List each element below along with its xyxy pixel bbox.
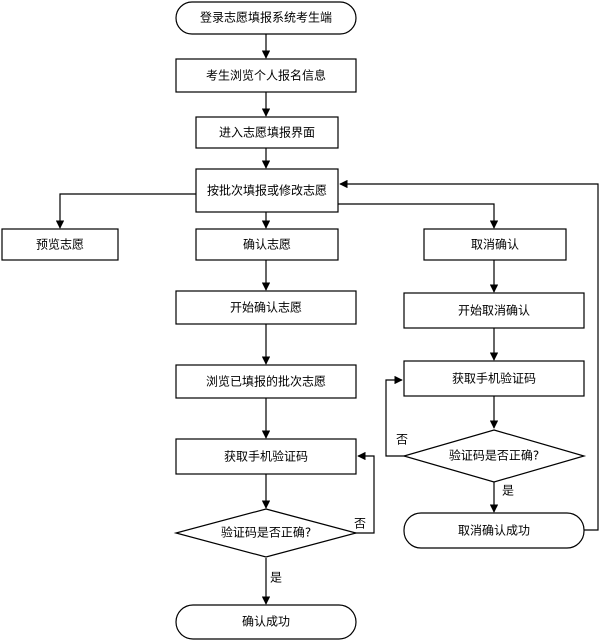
edge-label-no-right: 否 xyxy=(396,433,408,447)
node-start-confirm: 开始确认志愿 xyxy=(175,290,357,325)
node-start-cancel-label: 开始取消确认 xyxy=(458,304,530,318)
node-confirm-success-label: 确认成功 xyxy=(242,615,290,629)
node-cancel-confirm: 取消确认 xyxy=(423,228,567,261)
node-browse-info: 考生浏览个人报名信息 xyxy=(175,58,357,93)
node-browse-info-label: 考生浏览个人报名信息 xyxy=(206,68,326,83)
node-enter-page: 进入志愿填报界面 xyxy=(195,116,339,149)
node-cancel-success-label: 取消确认成功 xyxy=(458,524,530,538)
node-preview-label: 预览志愿 xyxy=(36,237,84,252)
node-check-right-label: 验证码是否正确? xyxy=(449,448,539,463)
node-get-code-left: 获取手机验证码 xyxy=(175,438,357,475)
edge-label-yes-right: 是 xyxy=(502,484,514,498)
node-check-left: 验证码是否正确? xyxy=(173,508,359,558)
node-cancel-confirm-label: 取消确认 xyxy=(471,238,519,252)
connectors xyxy=(55,34,599,605)
edge-label-yes-left: 是 xyxy=(270,571,282,585)
arrow-check-left-no xyxy=(352,451,375,534)
node-check-left-label: 验证码是否正确? xyxy=(221,525,311,540)
edge-label-no-left: 否 xyxy=(354,517,366,531)
node-enter-page-label: 进入志愿填报界面 xyxy=(219,125,315,140)
arrow-fill-to-preview xyxy=(55,193,196,229)
arrow-check-right-no xyxy=(385,375,410,457)
node-check-right: 验证码是否正确? xyxy=(401,429,587,483)
node-preview: 预览志愿 xyxy=(1,228,119,261)
node-browse-filled-label: 浏览已填报的批次志愿 xyxy=(206,374,326,389)
node-fill-modify: 按批次填报或修改志愿 xyxy=(195,168,339,213)
node-browse-filled: 浏览已填报的批次志愿 xyxy=(175,364,357,399)
arrow-cancel-success-back xyxy=(339,179,599,531)
node-get-code-left-label: 获取手机验证码 xyxy=(224,449,308,464)
node-get-code-right-label: 获取手机验证码 xyxy=(452,371,536,386)
node-start-cancel: 开始取消确认 xyxy=(403,292,585,329)
node-confirm-label: 确认志愿 xyxy=(243,238,291,252)
node-fill-modify-label: 按批次填报或修改志愿 xyxy=(207,183,327,198)
node-cancel-success: 取消确认成功 xyxy=(403,512,585,549)
node-confirm: 确认志愿 xyxy=(195,228,339,261)
node-start-label: 登录志愿填报系统考生端 xyxy=(200,10,332,25)
node-start-confirm-label: 开始确认志愿 xyxy=(230,301,302,315)
arrow-fill-to-cancel xyxy=(338,203,499,229)
node-get-code-right: 获取手机验证码 xyxy=(403,360,585,397)
node-confirm-success: 确认成功 xyxy=(175,604,357,640)
node-start: 登录志愿填报系统考生端 xyxy=(175,1,357,35)
